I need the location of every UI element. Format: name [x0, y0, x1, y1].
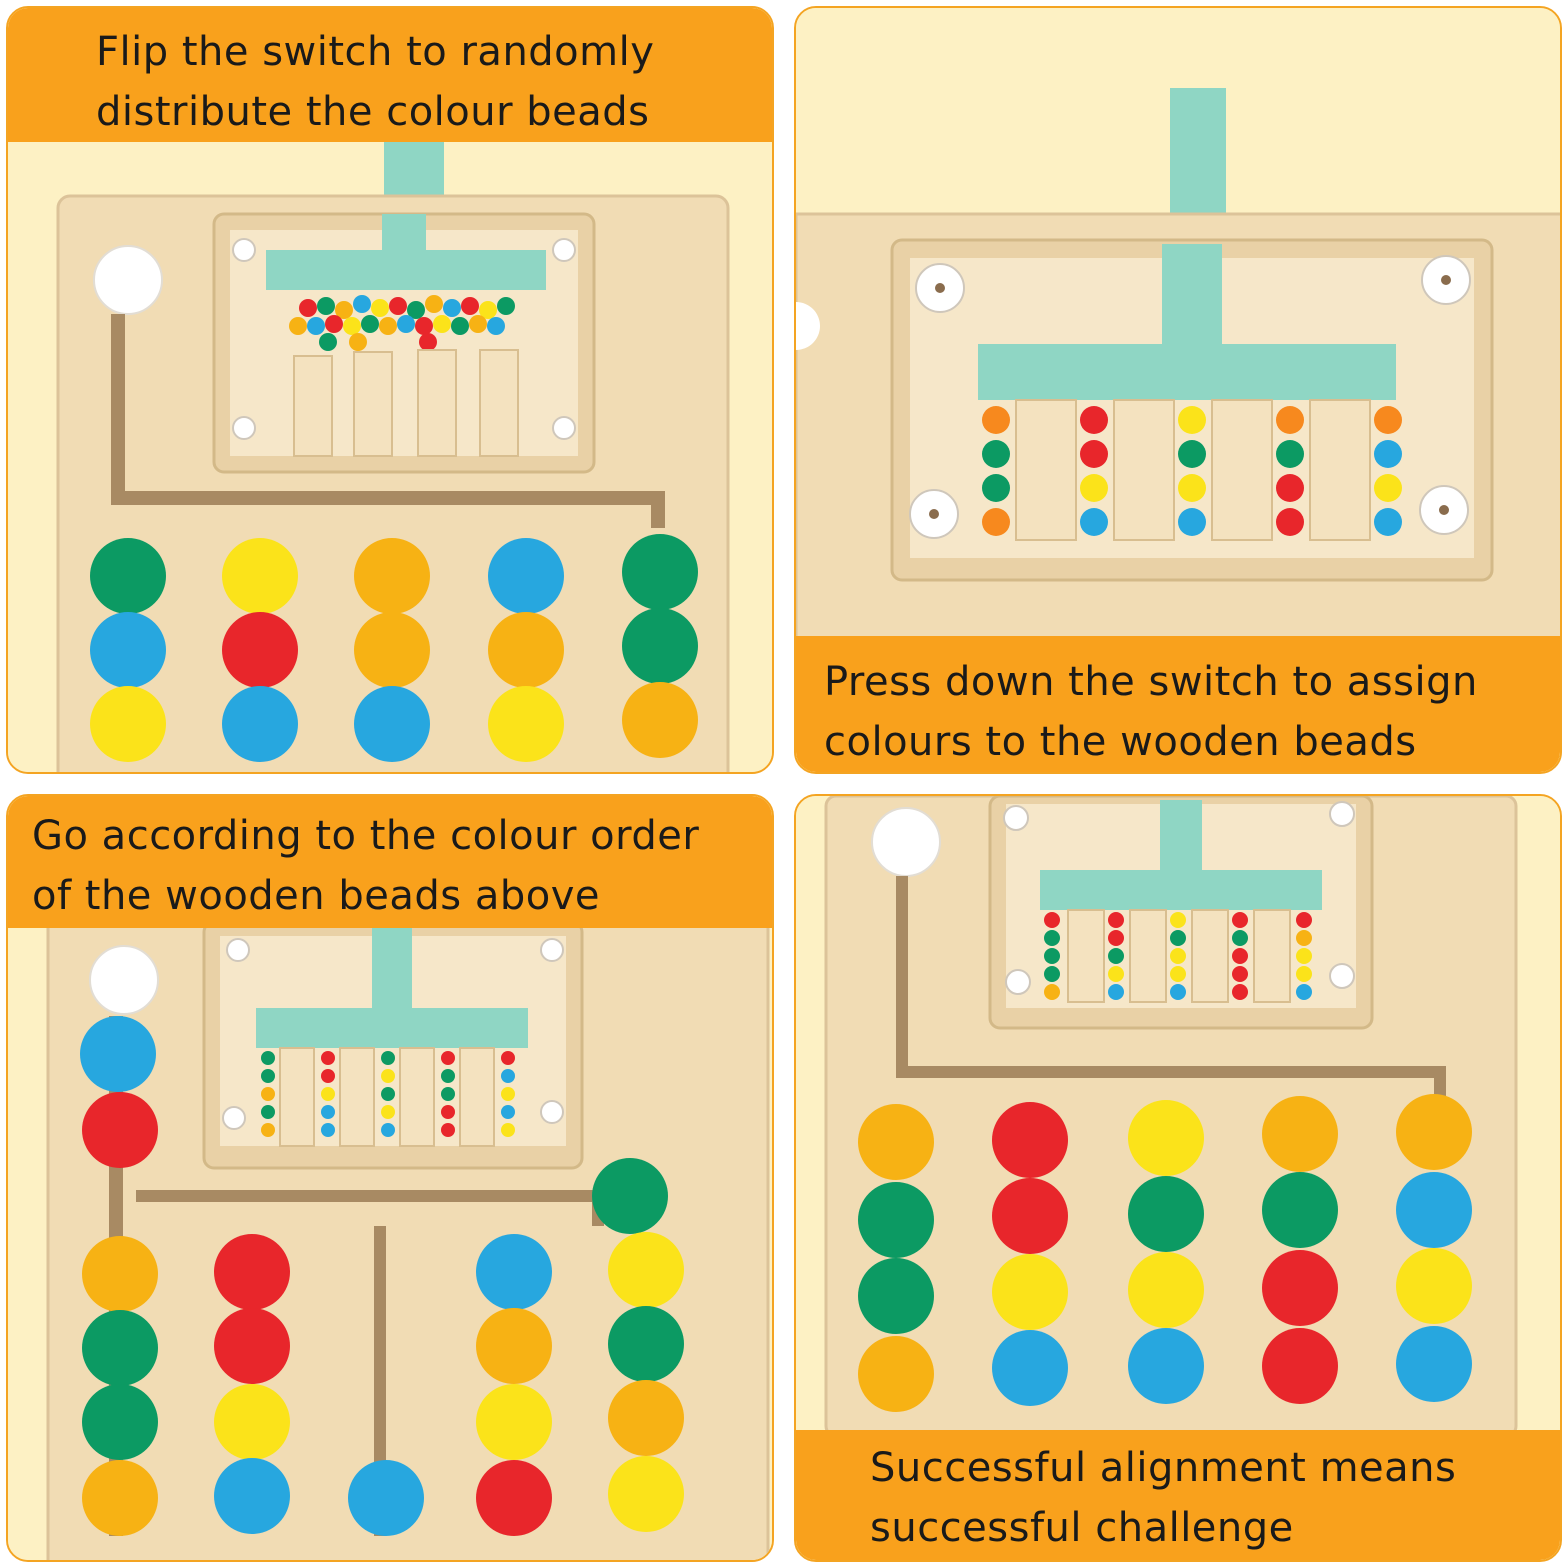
caption-line-2: distribute the colour beads [96, 89, 650, 135]
player-bead-rows [82, 1158, 684, 1536]
caption-line-1: Press down the switch to assign [824, 659, 1478, 705]
caption-line-2: of the wooden beads above [32, 873, 600, 919]
caption-line-1: Go according to the colour order [32, 813, 700, 859]
caption-line-1: Successful alignment means [870, 1445, 1457, 1491]
caption-banner: Go according to the colour order of the … [8, 796, 772, 928]
panel-press-switch: Press down the switch to assign colours … [794, 6, 1562, 774]
caption-banner: Flip the switch to randomly distribute t… [8, 8, 772, 142]
completed-bead-rows [858, 1094, 1472, 1412]
panel-flip-switch: Flip the switch to randomly distribute t… [6, 6, 774, 774]
caption-line-2: colours to the wooden beads [824, 719, 1417, 765]
caption-line-1: Flip the switch to randomly [96, 29, 655, 75]
panel-colour-order: Go according to the colour order of the … [6, 794, 774, 1562]
sorted-beads [982, 406, 1402, 536]
panel-success: Successful alignment means successful ch… [794, 794, 1562, 1562]
wooden-bead-rows [90, 534, 698, 762]
caption-line-2: successful challenge [870, 1505, 1294, 1551]
caption-banner: Successful alignment means successful ch… [796, 1430, 1560, 1560]
target-beads [1044, 912, 1312, 1000]
caption-banner: Press down the switch to assign colours … [796, 636, 1560, 772]
mixed-beads [289, 295, 515, 351]
reference-beads [261, 1051, 515, 1137]
